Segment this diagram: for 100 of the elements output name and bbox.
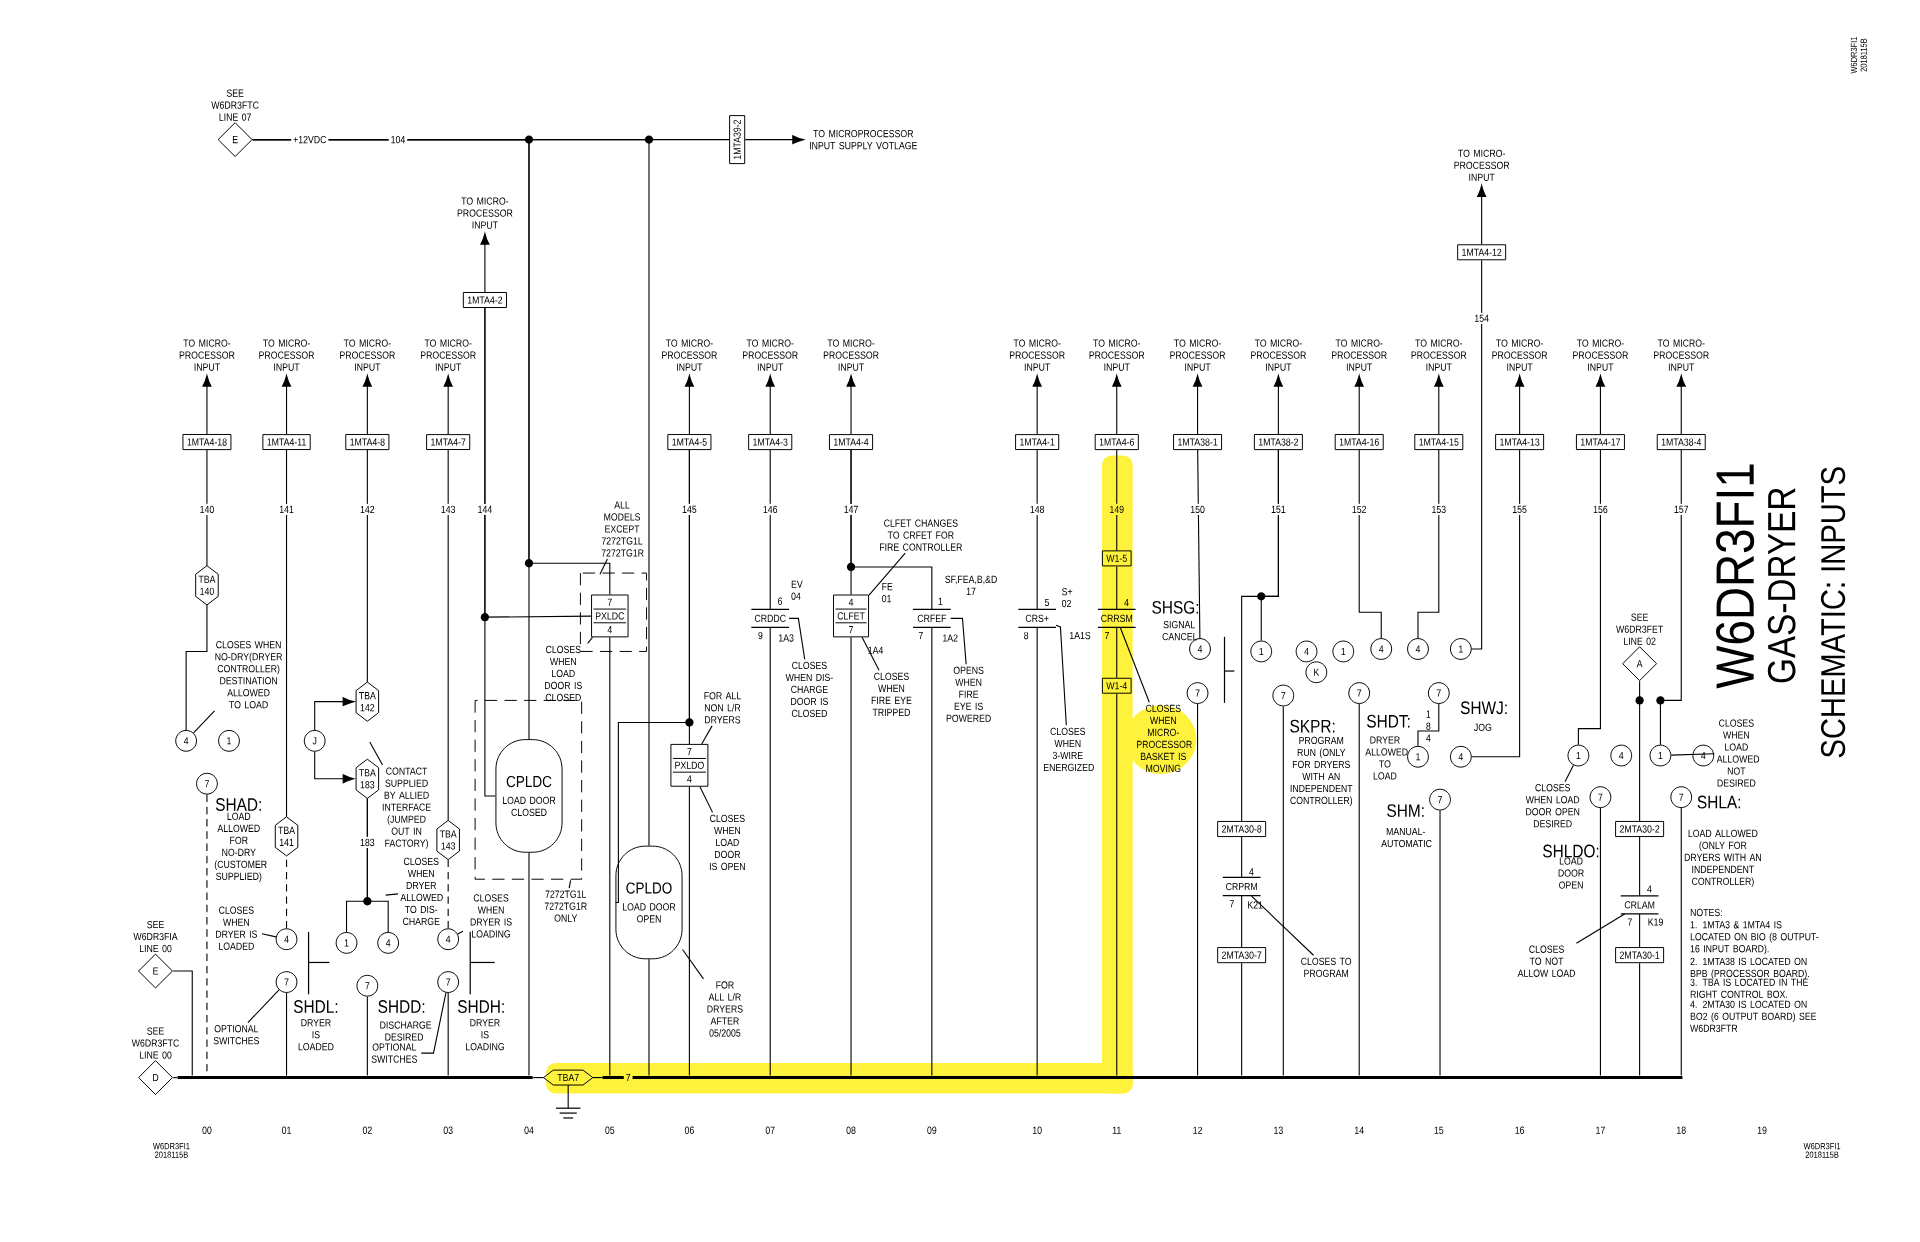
title-text: W6DR3FI1 [1716, 464, 1755, 689]
wire [1358, 703, 1360, 1077]
arrow [314, 751, 355, 784]
wire-number: 146 [760, 504, 780, 516]
terminal-box: 1MTA38-1 [1173, 434, 1223, 451]
terminal-box: 1MTA4-8 [345, 434, 390, 451]
rung-number: 15 [1434, 1126, 1444, 1134]
wire [285, 855, 288, 930]
reference-text: SEE W6DR3FIA LINE 00 [133, 921, 178, 953]
note-text: CLOSES WHEN LOAD ALLOWED NOT DESIRED [1716, 719, 1760, 787]
wire [648, 958, 650, 1077]
wire [1241, 895, 1243, 948]
reference-text: SEE W6DR3FTC LINE 00 [131, 1027, 179, 1059]
relay-contact: CRLAM [1620, 895, 1660, 915]
arrow [314, 697, 355, 731]
terminal-number: 1 8 4 [1426, 710, 1431, 742]
terminal-box: 1MTA39-2 [729, 115, 746, 165]
terminal-box: 2MTA30-2 [1615, 821, 1665, 838]
relay-contact-box: 7 PXLDO 4 [670, 744, 709, 787]
arrow [1032, 375, 1042, 435]
wire [1116, 627, 1118, 679]
arrow [1595, 375, 1605, 435]
note-text: FOR ALL NON L/R DRYERS [704, 692, 741, 724]
leader-line [457, 930, 464, 935]
destination-text: TO MICRO- PROCESSOR INPUT [1411, 339, 1467, 371]
terminal-number: 4 [1124, 599, 1129, 607]
leader-line [1250, 895, 1315, 956]
terminal-block: TBA 183 [355, 758, 380, 800]
reference-text: SF,FEA,B,&D 17 [945, 575, 997, 596]
switch-heading: SHLDO: [1543, 844, 1599, 858]
switch-heading: SHWJ: [1460, 701, 1507, 715]
terminal-block: TBA 142 [355, 681, 380, 722]
description-text: LOAD ALLOWED (ONLY FOR DRYERS WITH AN INDEPENDENT CONTROLLER) [1684, 829, 1761, 888]
leader-line [587, 637, 594, 645]
switch-heading: SHDH: [457, 1000, 504, 1014]
wire-code: 1A4 [868, 646, 884, 654]
destination-text: TO MICRO- PROCESSOR INPUT [1251, 339, 1306, 371]
switch-heading: SHAD: [215, 798, 261, 812]
leader-line [1575, 913, 1626, 944]
drawing-number: W6DR3FI1 [152, 1143, 190, 1150]
wire-number: 155 [1510, 504, 1529, 516]
wire [172, 970, 193, 1077]
terminal-box: 1MTA4-11 [262, 434, 311, 451]
wire [1471, 449, 1521, 758]
bus-bar [177, 1076, 533, 1080]
arrow [744, 135, 804, 145]
wire [1417, 449, 1440, 639]
drawing-number: W6DR3FI1 [1803, 1143, 1841, 1150]
note-text: CLOSES WHEN LOAD DOOR IS CLOSED [545, 646, 582, 702]
terminal-box: 1MTA4-15 [1414, 434, 1464, 451]
wire [1241, 962, 1243, 1077]
off-page-connector: E [217, 122, 253, 158]
note-text: CLOSES WHEN DRYER IS LOADED [216, 906, 257, 950]
terminal-number: 8 [1024, 632, 1029, 640]
relay-contact: CRDDC [750, 608, 790, 629]
leader-line [868, 552, 906, 596]
terminal-box: 1MTA38-4 [1656, 434, 1706, 451]
destination-text: TO MICRO- PROCESSOR INPUT [1332, 339, 1387, 371]
wire [1036, 449, 1038, 611]
destination-text: TO MICRO- PROCESSOR INPUT [420, 339, 476, 371]
wire [528, 852, 530, 1077]
arrow [765, 375, 775, 435]
proximity-switch: CPLDC LOAD DOOR CLOSED [495, 739, 563, 853]
rung-number: 04 [524, 1126, 534, 1135]
arrow [1112, 375, 1122, 435]
wire [609, 637, 611, 1077]
terminal-number: 6 [778, 597, 783, 606]
leader-line [1119, 627, 1150, 703]
wire [1471, 259, 1483, 650]
relay-contact-box: 4 CLFET 7 [833, 594, 870, 638]
description-text: DISCHARGE DESIRED [380, 1021, 432, 1041]
note-text: OPTIONAL SWITCHES [371, 1043, 417, 1063]
off-page-connector: A [1622, 646, 1658, 682]
destination-text: TO MICRO- PROCESSOR INPUT [1654, 339, 1709, 371]
drawing-number: W6DR3FI1 [1850, 37, 1857, 74]
revision-number: 2018115B [155, 1151, 188, 1158]
rung-number: 00 [202, 1126, 212, 1135]
wire-number: 142 [358, 504, 377, 516]
terminal-box: 1MTA4-6 [1094, 434, 1139, 451]
description-text: DRYER IS LOADING [466, 1019, 504, 1051]
wire-number: 152 [1349, 504, 1369, 516]
wire-number: 141 [277, 504, 296, 516]
destination-text: TO MICRO- PROCESSOR INPUT [1492, 339, 1548, 371]
description-text: DRYER ALLOWED TO LOAD [1365, 736, 1408, 780]
rung-number: 03 [443, 1126, 453, 1135]
wire [688, 786, 690, 1077]
rung-number: 12 [1193, 1126, 1202, 1134]
wire-number: 104 [388, 134, 408, 146]
note-text: CLOSES TO NOT ALLOW LOAD [1517, 945, 1576, 978]
switch-heading: SKPR: [1290, 719, 1335, 733]
note-text: OPENS WHEN FIRE EYE IS POWERED [946, 666, 991, 723]
wire-number: 145 [680, 504, 699, 516]
wire [850, 449, 933, 611]
wire-code: K19 [1648, 918, 1663, 926]
arrow [443, 375, 453, 435]
reference-text: EV 04 [791, 580, 803, 600]
wire-number: 140 [197, 504, 217, 516]
leader-line [568, 880, 572, 889]
wire-number: 147 [841, 504, 861, 516]
subtitle-text: GAS-DRYER [1767, 488, 1796, 683]
